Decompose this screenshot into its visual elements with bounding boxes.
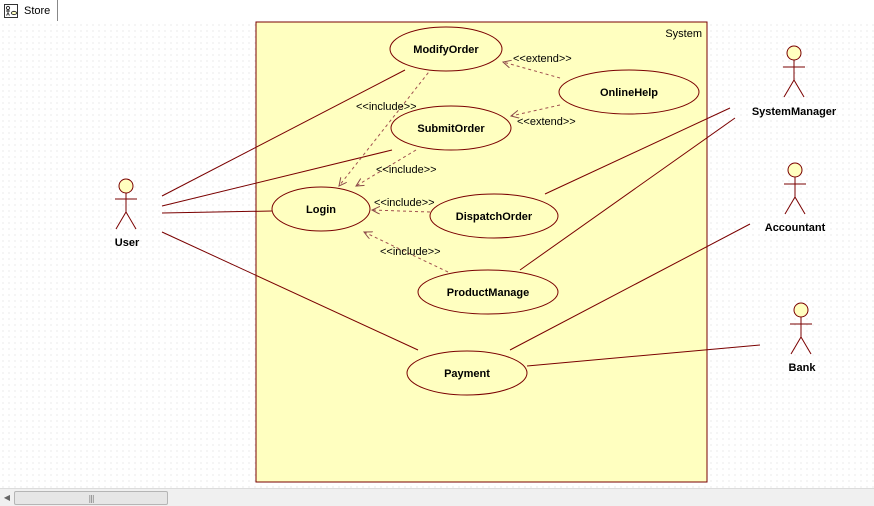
scrollbar-grip: ||| [88, 493, 94, 503]
usecase-onlinehelp-label: OnlineHelp [600, 87, 658, 99]
include-label-4: <<include>> [380, 246, 441, 258]
system-label: System [665, 28, 702, 40]
extend-onlinehelp-submitorder[interactable] [511, 104, 561, 116]
actor-user-label: User [115, 237, 140, 249]
usecase-login-label: Login [306, 204, 336, 216]
assoc-user-login[interactable] [161, 210, 273, 214]
include-label-2: <<include>> [376, 164, 437, 176]
associations [161, 69, 761, 367]
actor-accountant-figure-icon [787, 162, 803, 178]
actor-accountant[interactable] [784, 162, 806, 215]
use-case-labels: ModifyOrder OnlineHelp SubmitOrder Login… [306, 44, 658, 380]
use-case-diagram: System <<include>> <<include>> <<include… [115, 21, 837, 483]
actor-bank-label: Bank [789, 362, 817, 374]
assoc-user-submitorder[interactable] [161, 149, 393, 207]
stereotype-labels: <<include>> <<include>> <<include>> <<in… [356, 53, 576, 258]
actor-labels: User SystemManager Accountant Bank [115, 106, 837, 374]
usecase-dispatchorder-label: DispatchOrder [456, 211, 533, 223]
usecase-modifyorder-label: ModifyOrder [413, 44, 479, 56]
include-label-1: <<include>> [356, 101, 417, 113]
horizontal-scrollbar[interactable]: ◀ ||| [0, 488, 874, 506]
include-modifyorder-login[interactable] [339, 67, 433, 186]
actors [115, 45, 812, 355]
extend-onlinehelp-modifyorder[interactable] [503, 62, 561, 79]
usecase-login[interactable] [271, 186, 371, 232]
assoc-bank-payment[interactable] [526, 344, 761, 367]
usecase-productmanage[interactable] [417, 269, 559, 315]
use-cases [271, 26, 700, 396]
actor-bank[interactable] [790, 302, 812, 355]
actor-bank-figure-icon [793, 302, 809, 318]
usecase-dispatchorder[interactable] [429, 193, 559, 239]
usecase-modifyorder[interactable] [389, 26, 503, 72]
usecase-submitorder[interactable] [390, 105, 512, 151]
assoc-user-payment[interactable] [161, 231, 419, 351]
usecase-onlinehelp[interactable] [558, 69, 700, 115]
scroll-left-arrow-icon[interactable]: ◀ [3, 493, 11, 502]
assoc-user-modifyorder[interactable] [161, 69, 406, 197]
assoc-sysmgr-dispatchorder[interactable] [544, 107, 731, 195]
actor-user-figure-icon [118, 178, 134, 194]
assoc-accountant-payment[interactable] [509, 223, 751, 351]
usecase-submitorder-label: SubmitOrder [417, 123, 485, 135]
actor-accountant-label: Accountant [765, 222, 826, 234]
tab-label: Store [24, 4, 51, 17]
actor-user[interactable] [115, 178, 137, 230]
include-label-3: <<include>> [374, 197, 435, 209]
actor-sysmgr-figure-icon [786, 45, 802, 61]
dependencies [339, 62, 561, 273]
usecase-productmanage-label: ProductManage [447, 287, 530, 299]
extend-label-2: <<extend>> [517, 116, 576, 128]
assoc-sysmgr-productmanage[interactable] [519, 117, 736, 271]
tab-store[interactable]: Store [0, 0, 58, 21]
actor-system-manager[interactable] [783, 45, 805, 98]
include-dispatchorder-login[interactable] [372, 210, 431, 212]
scrollbar-thumb[interactable]: ||| [14, 491, 168, 505]
actor-system-manager-label: SystemManager [752, 106, 837, 118]
extend-label-1: <<extend>> [513, 53, 572, 65]
use-case-diagram-icon [4, 3, 18, 18]
usecase-payment[interactable] [406, 350, 528, 396]
usecase-payment-label: Payment [444, 368, 490, 380]
